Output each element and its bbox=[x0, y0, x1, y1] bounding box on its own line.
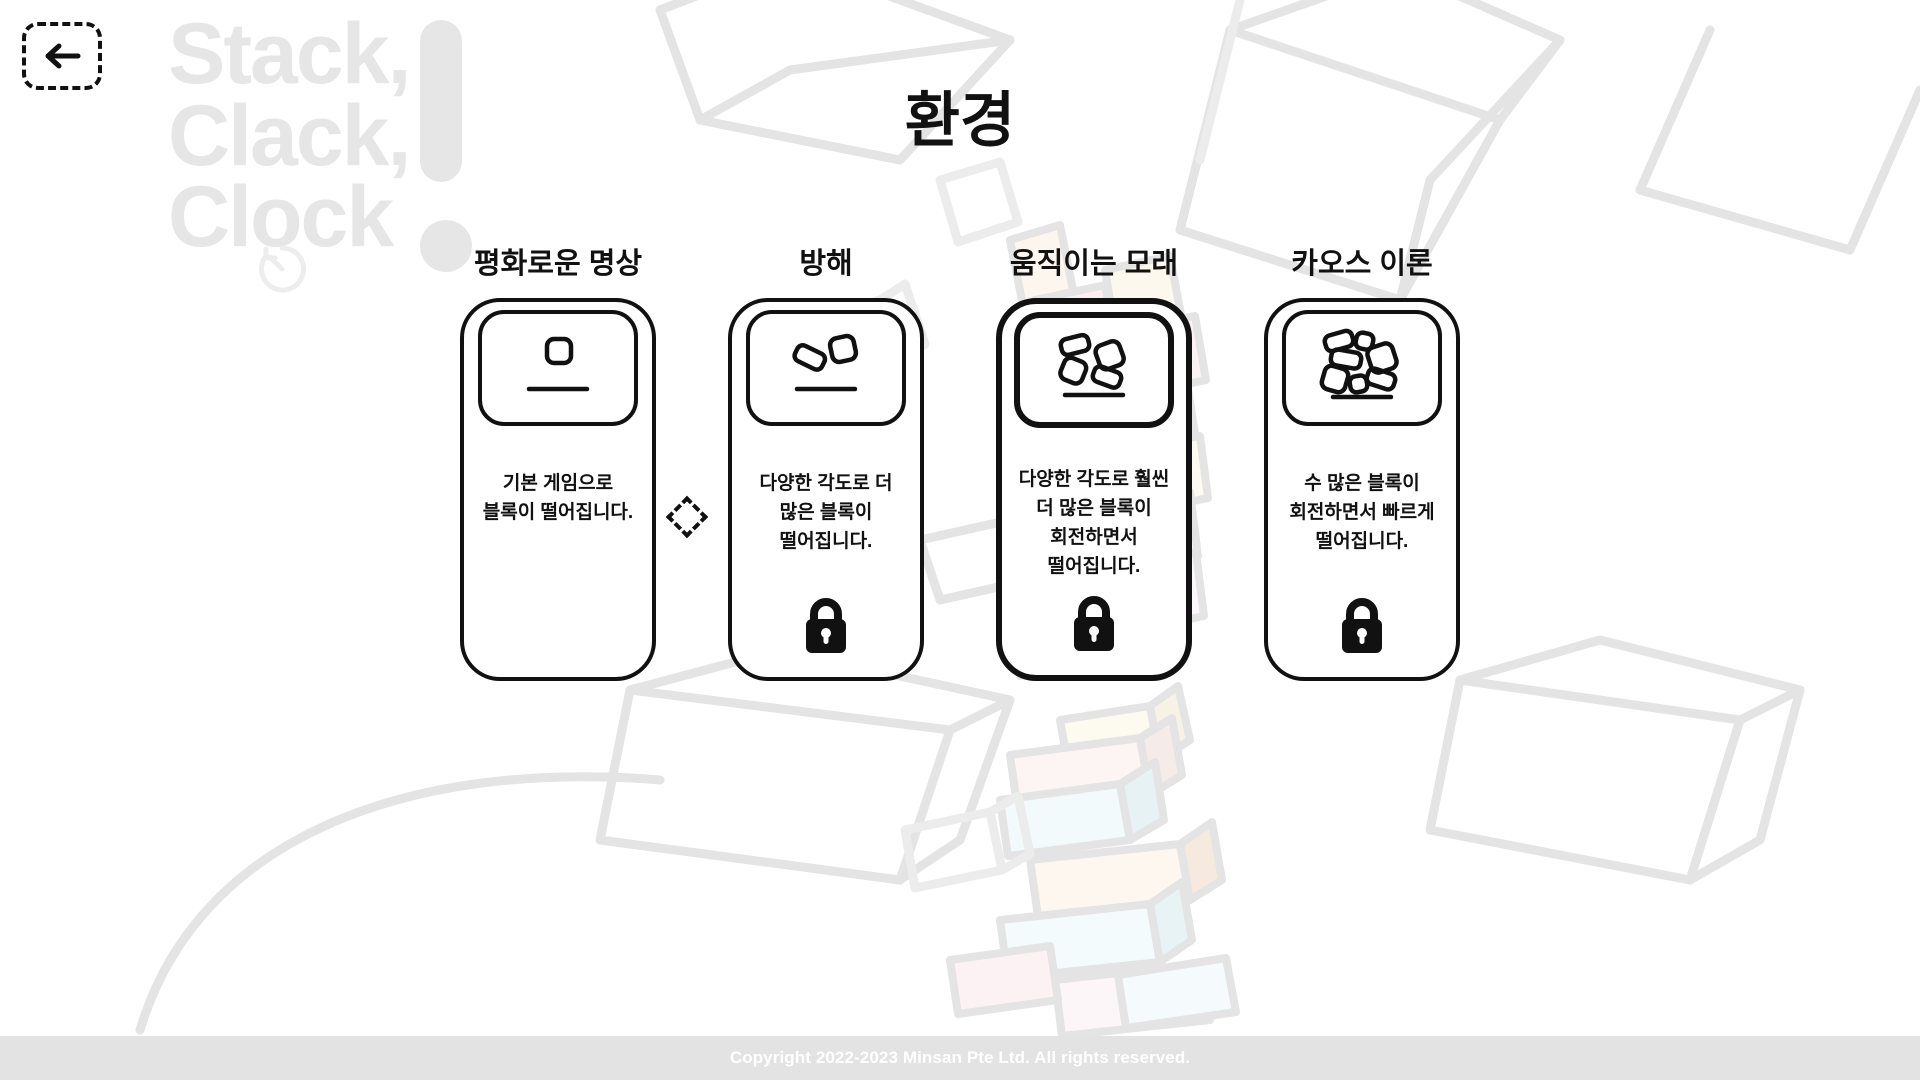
two-blocks-icon bbox=[746, 310, 906, 426]
environment-card-list: 평화로운 명상 기본 게임으로 블록이 떨어집니다. 방해 다양한 각도로 더 bbox=[0, 240, 1920, 681]
four-blocks-icon bbox=[1014, 312, 1174, 428]
app-logo: Stack, Clack, Clock bbox=[168, 6, 472, 293]
card-description: 수 많은 블록이 회전하면서 빠르게 떨어집니다. bbox=[1289, 473, 1435, 552]
environment-slot-4: 카오스 이론 수 많은 블록이 회전하면서 빠르게 떨어집니다. bbox=[1228, 240, 1496, 681]
environment-card-disturbance[interactable]: 다양한 각도로 더 많은 블록이 떨어집니다. bbox=[728, 298, 924, 681]
arrow-left-icon bbox=[42, 42, 82, 70]
lock-icon bbox=[1070, 595, 1118, 653]
card-title: 평화로운 명상 bbox=[473, 248, 643, 280]
one-block-icon bbox=[478, 310, 638, 426]
logo-line-2: Clack, bbox=[168, 87, 411, 184]
logo-line-1: Stack, bbox=[168, 6, 411, 102]
lock-icon bbox=[802, 597, 850, 655]
environment-card-shifting-sand[interactable]: 다양한 각도로 훨씬 더 많은 블록이 회전하면서 떨어집니다. bbox=[996, 298, 1192, 681]
exclamation-dot-icon bbox=[420, 220, 472, 272]
card-title: 카오스 이론 bbox=[1291, 248, 1433, 280]
lock-icon bbox=[1338, 597, 1386, 655]
many-blocks-icon bbox=[1282, 310, 1442, 426]
card-title: 방해 bbox=[799, 248, 853, 280]
card-description: 기본 게임으로 블록이 떨어집니다. bbox=[482, 473, 634, 523]
page-title: 환경 bbox=[904, 87, 1016, 154]
environment-slot-3: 움직이는 모래 다양한 각도로 훨씬 더 많은 블록이 회전하면서 떨어집니다. bbox=[960, 240, 1228, 681]
card-title: 움직이는 모래 bbox=[1009, 248, 1179, 280]
copyright-text: Copyright 2022-2023 Minsan Pte Ltd. All … bbox=[729, 1048, 1191, 1067]
exclamation-bar-icon bbox=[420, 20, 462, 182]
environment-card-chaos-theory[interactable]: 수 많은 블록이 회전하면서 빠르게 떨어집니다. bbox=[1264, 298, 1460, 681]
environment-slot-2: 방해 다양한 각도로 더 많은 블록이 떨어집니다. bbox=[665, 240, 960, 681]
footer: Copyright 2022-2023 Minsan Pte Ltd. All … bbox=[0, 1036, 1920, 1080]
back-button[interactable] bbox=[22, 22, 102, 90]
card-description: 다양한 각도로 더 많은 블록이 떨어집니다. bbox=[759, 473, 893, 552]
card-description: 다양한 각도로 훨씬 더 많은 블록이 회전하면서 떨어집니다. bbox=[1018, 469, 1170, 577]
environment-slot-1: 평화로운 명상 기본 게임으로 블록이 떨어집니다. bbox=[424, 240, 692, 681]
environment-card-peaceful[interactable]: 기본 게임으로 블록이 떨어집니다. bbox=[460, 298, 656, 681]
clock-timer-icon bbox=[254, 228, 310, 293]
